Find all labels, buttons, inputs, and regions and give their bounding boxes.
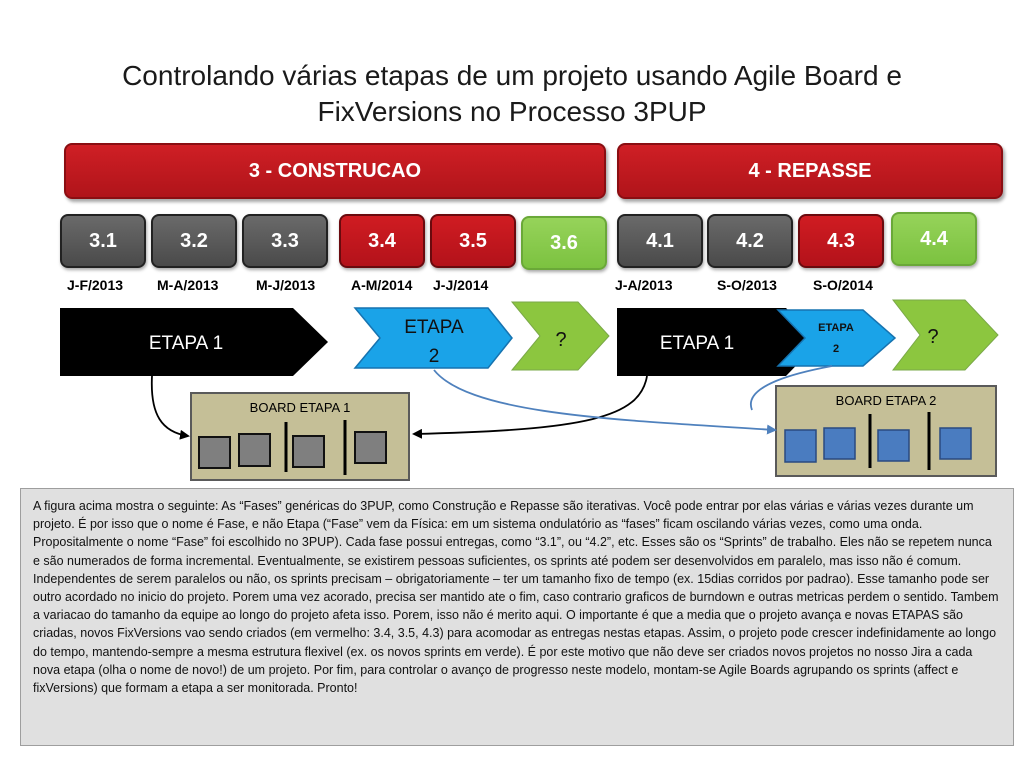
title-line-2: FixVersions no Processo 3PUP: [317, 96, 707, 127]
version-box-3-6: 3.6: [521, 216, 607, 270]
version-date-3-1: J-F/2013: [67, 277, 124, 293]
description-box: A figura acima mostra o seguinte: As “Fa…: [20, 488, 1014, 746]
version-box-3-1: 3.1: [60, 214, 146, 268]
title-line-1: Controlando várias etapas de um projeto …: [122, 60, 902, 91]
version-date-3-3: M-J/2013: [256, 277, 316, 293]
version-box-4-3: 4.3: [798, 214, 884, 268]
question-label-left: ?: [555, 329, 566, 351]
etapa2-arrow-left: [353, 307, 513, 369]
page-title: Controlando várias etapas de um projeto …: [60, 58, 964, 130]
board-etapa-1-title: BOARD ETAPA 1: [249, 400, 351, 415]
version-box-3-3: 3.3: [242, 214, 328, 268]
etapa2-label-left-line1: ETAPA: [404, 317, 464, 338]
phase-construcao: 3 - CONSTRUCAO: [64, 143, 606, 199]
version-date-3-2: M-A/2013: [157, 277, 219, 293]
description-paragraph-2: Independentes de serem paralelos ou não,…: [33, 571, 999, 696]
question-label-right: ?: [927, 326, 938, 348]
etapa2-label-right-line2: 2: [833, 343, 839, 355]
connector-etapa1-left-to-board1: [150, 375, 190, 440]
etapa1-label-right: ETAPA 1: [660, 333, 734, 354]
board-etapa-2: BOARD ETAPA 2: [775, 385, 997, 477]
version-box-3-5: 3.5: [430, 214, 516, 268]
version-date-3-4: A-M/2014: [351, 277, 413, 293]
question-arrow-right: [891, 299, 999, 371]
connector-etapa2-left-to-board2: [433, 369, 777, 435]
board-etapa-1: BOARD ETAPA 1: [190, 392, 410, 481]
version-box-3-2: 3.2: [151, 214, 237, 268]
description-paragraph-1: A figura acima mostra o seguinte: As “Fa…: [33, 499, 992, 568]
board-etapa-2-title: BOARD ETAPA 2: [835, 393, 937, 408]
version-box-4-1: 4.1: [617, 214, 703, 268]
version-box-4-4: 4.4: [891, 212, 977, 266]
etapa1-arrow-right: [617, 308, 819, 376]
version-box-3-4: 3.4: [339, 214, 425, 268]
version-date-4-2: S-O/2013: [717, 277, 777, 293]
etapa2-label-right-line1: ETAPA: [818, 322, 854, 334]
version-box-4-2: 4.2: [707, 214, 793, 268]
etapa2-arrow-right: [776, 309, 897, 367]
version-date-4-1: J-A/2013: [615, 277, 673, 293]
connector-etapa1-right-to-board1: [412, 375, 648, 439]
etapa1-arrow-left: [60, 308, 328, 376]
phase-repasse: 4 - REPASSE: [617, 143, 1003, 199]
etapa1-label-left: ETAPA 1: [149, 333, 223, 354]
version-date-3-5: J-J/2014: [433, 277, 489, 293]
question-arrow-left: [510, 301, 610, 371]
etapa2-label-left-line2: 2: [429, 346, 440, 367]
version-date-4-3: S-O/2014: [813, 277, 873, 293]
